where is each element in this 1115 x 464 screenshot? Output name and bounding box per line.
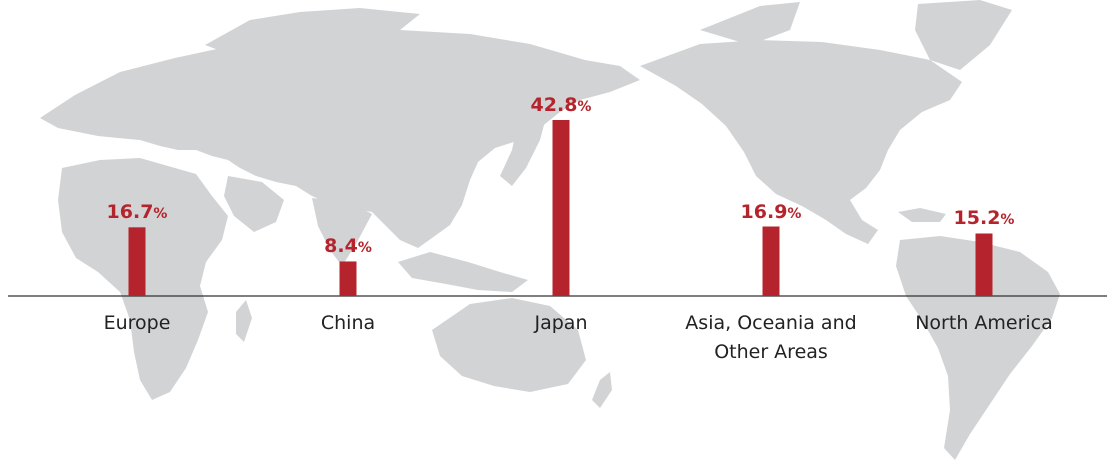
north-america [640,40,962,244]
bar-4 [975,233,993,296]
australia [432,298,586,392]
bar-3 [762,226,780,296]
category-label-3: Asia, Oceania and Other Areas [685,312,857,363]
madagascar [236,300,252,342]
japan-islands [500,96,548,186]
value-number: 8.4 [324,235,358,258]
value-label-0: 16.7% [67,201,207,223]
value-label-1: 8.4% [278,235,418,257]
category-label-2: Japan [534,312,588,334]
value-unit: % [1000,212,1015,229]
indian-subcontinent [312,198,372,266]
value-number: 16.9 [740,200,788,223]
bar-2 [552,120,570,296]
value-number: 16.7 [106,201,154,224]
value-unit: % [577,99,592,115]
southeast-asia-islands [398,252,528,292]
value-number: 42.8 [530,94,578,116]
bar-1 [339,261,357,296]
value-unit: % [357,240,372,257]
value-label-4: 15.2% [914,207,1054,229]
bar-group [128,120,993,296]
bar-0 [128,227,146,296]
value-label-2: 42.8% [491,94,631,116]
caribbean-islands [898,208,946,222]
eurasia [40,30,640,248]
arabian-peninsula [224,176,284,232]
category-label-4: North America [915,312,1053,334]
greenland [915,0,1012,70]
value-number: 15.2 [953,207,1001,230]
category-label-1: China [320,312,376,334]
value-label-3: 16.9% [701,201,841,223]
new-zealand [592,372,612,408]
arctic-islands-right [700,2,800,45]
value-unit: % [153,206,168,223]
south-america [896,236,1060,460]
category-label-0: Europe [103,312,171,334]
value-unit: % [787,205,802,222]
